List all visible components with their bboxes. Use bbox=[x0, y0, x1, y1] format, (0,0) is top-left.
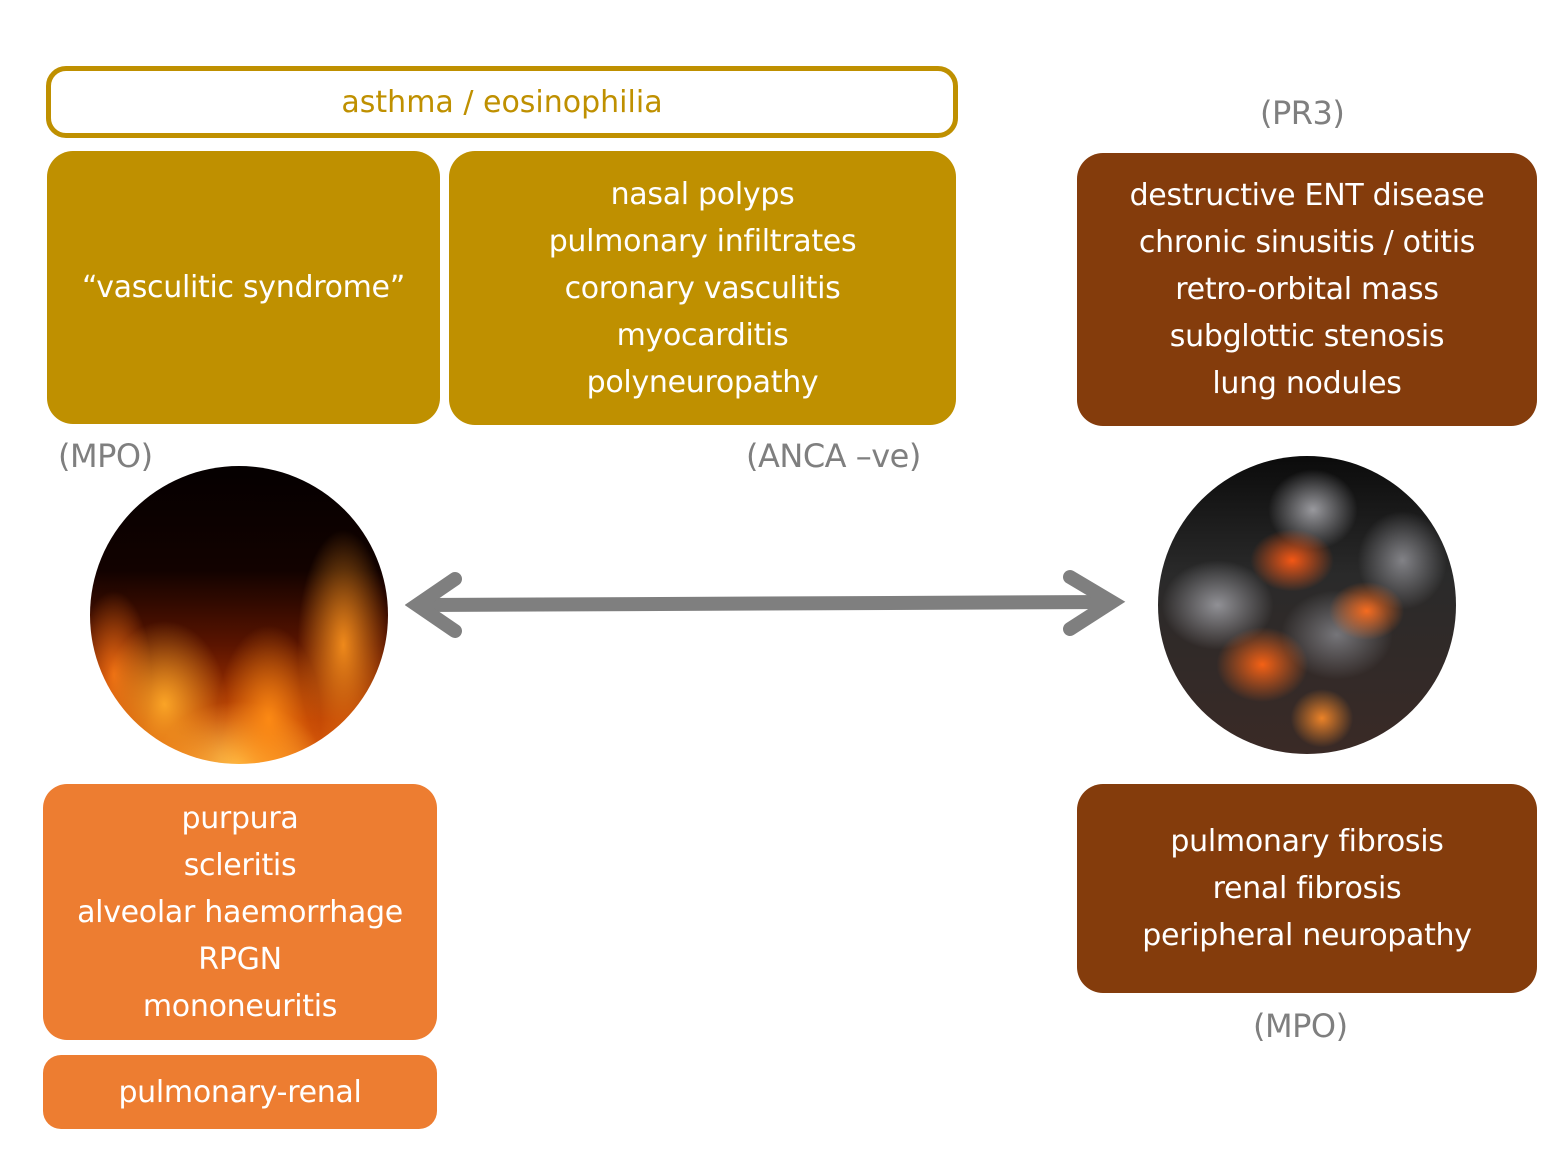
egpa-features-box: nasal polyps pulmonary infiltrates coron… bbox=[449, 151, 956, 425]
box-line: myocarditis bbox=[616, 317, 789, 353]
box-line: pulmonary fibrosis bbox=[1170, 824, 1444, 859]
pr3-features-box: destructive ENT disease chronic sinusiti… bbox=[1077, 153, 1537, 426]
box-line: alveolar haemorrhage bbox=[77, 894, 403, 930]
box-line: subglottic stenosis bbox=[1169, 319, 1445, 354]
smouldering-embers-image bbox=[1158, 456, 1456, 754]
anca-negative-label: (ANCA –ve) bbox=[746, 437, 921, 475]
fire-flames-image bbox=[90, 466, 388, 764]
box-line: lung nodules bbox=[1212, 366, 1402, 401]
box-line: renal fibrosis bbox=[1212, 871, 1402, 906]
box-line: chronic sinusitis / otitis bbox=[1138, 225, 1476, 260]
box-line: “vasculitic syndrome” bbox=[82, 270, 405, 305]
box-line: scleritis bbox=[183, 847, 297, 883]
acute-features-box: purpura scleritis alveolar haemorrhage R… bbox=[43, 784, 437, 1040]
pr3-label: (PR3) bbox=[1260, 94, 1345, 132]
box-line: purpura bbox=[181, 800, 299, 836]
vasculitic-syndrome-box: “vasculitic syndrome” bbox=[47, 151, 440, 424]
pulmonary-renal-box: pulmonary-renal bbox=[43, 1055, 437, 1129]
mpo-label-right: (MPO) bbox=[1253, 1007, 1348, 1045]
chronic-features-box: pulmonary fibrosis renal fibrosis periph… bbox=[1077, 784, 1537, 993]
box-line: retro-orbital mass bbox=[1175, 272, 1439, 307]
box-line: pulmonary-renal bbox=[118, 1074, 362, 1110]
mpo-label-left: (MPO) bbox=[58, 437, 153, 475]
box-line: pulmonary infiltrates bbox=[548, 223, 857, 259]
asthma-eosinophilia-banner: asthma / eosinophilia bbox=[46, 66, 958, 138]
double-headed-arrow-icon bbox=[405, 570, 1126, 638]
banner-text: asthma / eosinophilia bbox=[341, 84, 663, 120]
box-line: polyneuropathy bbox=[586, 364, 819, 400]
box-line: nasal polyps bbox=[610, 176, 795, 212]
box-line: destructive ENT disease bbox=[1129, 178, 1485, 213]
box-line: peripheral neuropathy bbox=[1142, 918, 1472, 953]
box-line: mononeuritis bbox=[142, 988, 338, 1024]
box-line: coronary vasculitis bbox=[564, 270, 841, 306]
box-line: RPGN bbox=[198, 941, 282, 977]
